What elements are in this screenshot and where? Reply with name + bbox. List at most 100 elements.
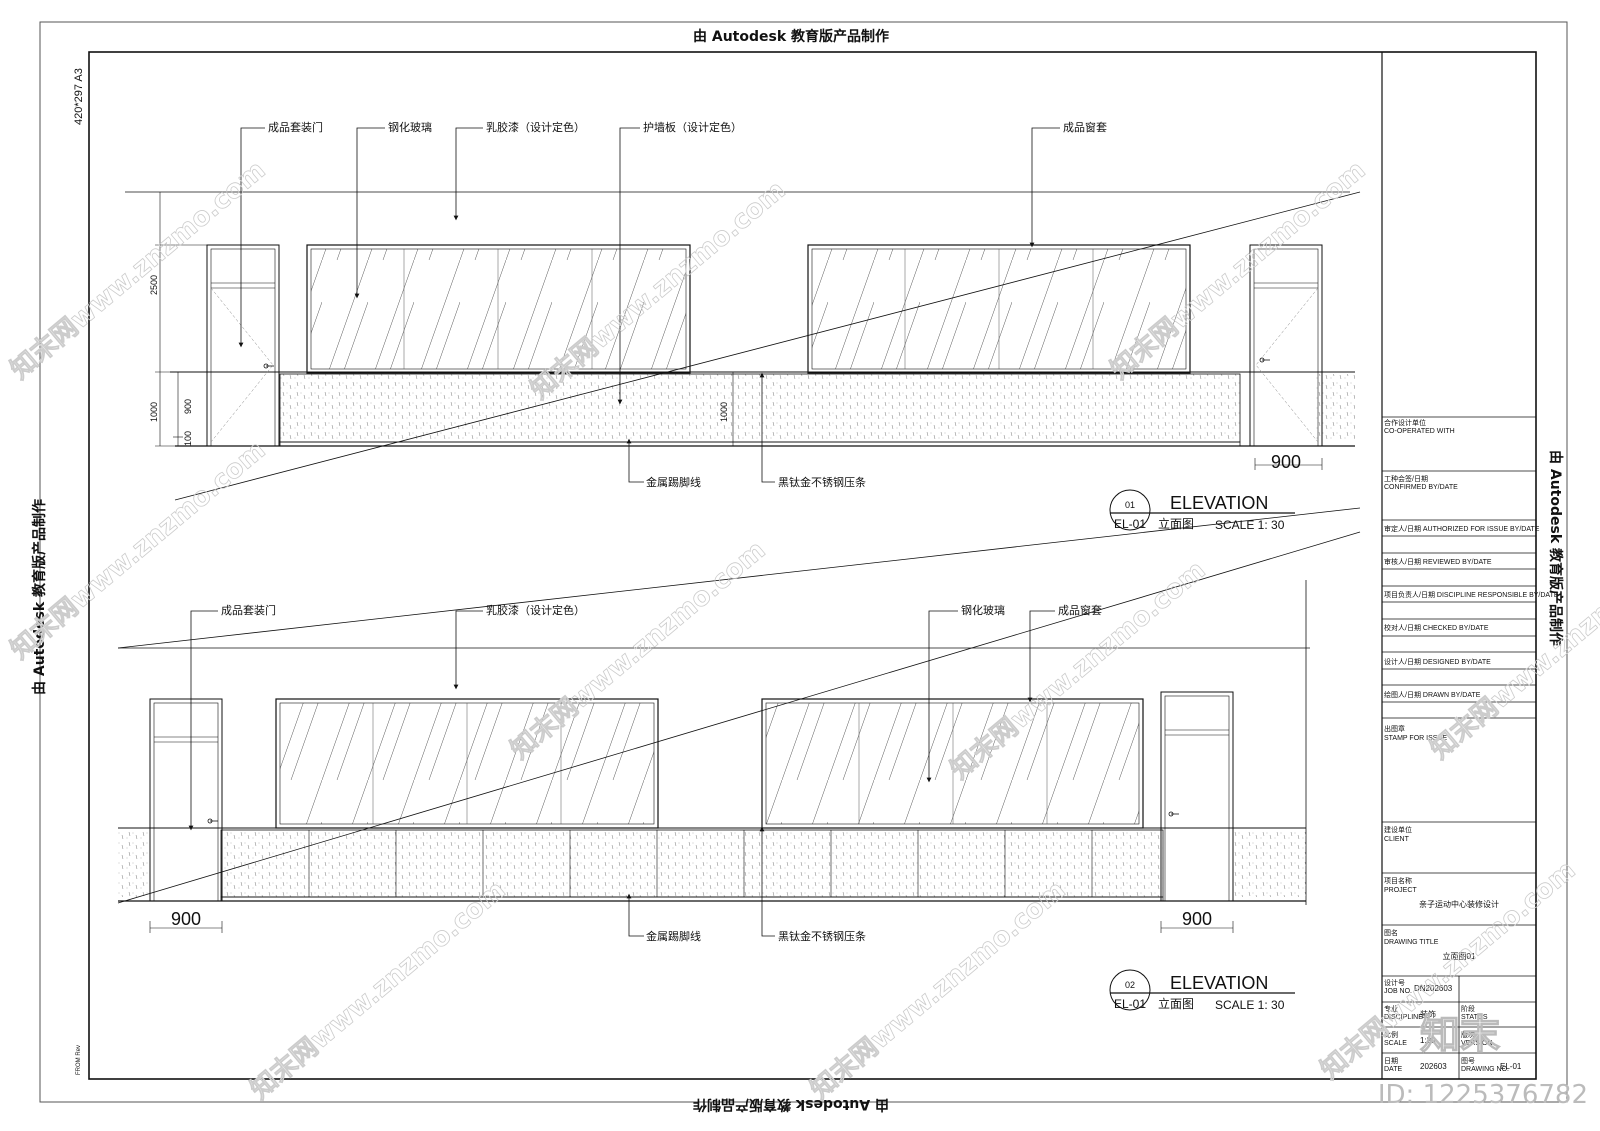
label-strip-2: 黑钛金不锈钢压条: [778, 929, 866, 943]
dim-2500: 2500: [149, 275, 159, 295]
label-glass: 钢化玻璃: [388, 120, 432, 134]
svg-text:202603: 202603: [1420, 1062, 1447, 1071]
skirting-2: [220, 896, 1164, 902]
svg-text:出图章: 出图章: [1384, 724, 1405, 733]
svg-text:项目名称: 项目名称: [1384, 876, 1412, 885]
svg-text:SCALE 1: 30: SCALE 1: 30: [1215, 518, 1285, 532]
svg-text:日期: 日期: [1384, 1057, 1398, 1065]
svg-text:专业: 专业: [1384, 1004, 1398, 1013]
watermark: 知末网www.znzmo.com 知末网www.znzmo.com 知末网www…: [5, 155, 1600, 1110]
svg-text:JOB NO.: JOB NO.: [1384, 988, 1412, 995]
svg-text:DRAWING NO.: DRAWING NO.: [1461, 1066, 1509, 1073]
section-diagonal: [174, 191, 1361, 501]
svg-text:绘图人/日期 DRAWN BY/DATE: 绘图人/日期 DRAWN BY/DATE: [1384, 690, 1481, 699]
svg-text:立面图: 立面图: [1158, 516, 1194, 531]
elevation-tag-01: 01 EL-01 ELEVATION 立面图 SCALE 1: 30: [1109, 489, 1295, 532]
top-banner: 由 Autodesk 教育版产品制作: [693, 28, 889, 45]
svg-text:建设单位: 建设单位: [1384, 825, 1412, 834]
right-banner: 由 Autodesk 教育版产品制作: [1547, 450, 1564, 646]
dim-900-right: 900: [1182, 909, 1212, 929]
svg-text:合作设计单位: 合作设计单位: [1384, 418, 1426, 427]
watermark-id: ID: 1225376782: [1378, 1080, 1588, 1110]
watermark-logo: 知末: [1420, 1012, 1500, 1058]
label-glass-2: 钢化玻璃: [961, 603, 1005, 617]
door-right: [1249, 244, 1323, 447]
svg-text:装饰: 装饰: [1420, 1009, 1436, 1019]
skirting: [279, 441, 1241, 447]
wainscot-panel-2: [220, 829, 1164, 898]
label-skirting: 金属踢脚线: [646, 475, 701, 489]
label-window-frame: 成品窗套: [1063, 120, 1107, 134]
title-block: 合作设计单位 CO-OPERATED WITH 工种会签/日期 CONFIRME…: [1381, 52, 1559, 1079]
label-window-frame-2: 成品窗套: [1058, 603, 1102, 617]
svg-text:知末网www.znzmo.com: 知末网www.znzmo.com: [5, 155, 271, 385]
window-right: [807, 244, 1191, 374]
svg-text:DRAWING TITLE: DRAWING TITLE: [1384, 939, 1439, 946]
svg-text:STATUS: STATUS: [1461, 1014, 1488, 1021]
svg-text:审核人/日期 REVIEWED BY/DATE: 审核人/日期 REVIEWED BY/DATE: [1384, 557, 1492, 566]
label-wallboard: 护墙板（设计定色）: [643, 120, 742, 134]
svg-text:图名: 图名: [1384, 928, 1398, 937]
svg-text:VERSION: VERSION: [1461, 1040, 1493, 1047]
wainscot-panel: [279, 373, 1241, 443]
svg-text:项目负责人/日期 DISCIPLINE RESPONSI: 项目负责人/日期 DISCIPLINE RESPONSIBLE BY/DATE: [1384, 590, 1559, 599]
sheet-inner-border: [88, 51, 1537, 1080]
svg-text:DATE: DATE: [1384, 1066, 1402, 1073]
svg-text:知末网www.znzmo.com: 知末网www.znzmo.com: [245, 875, 511, 1105]
sheet-size-label: 420*297 A3: [73, 68, 85, 125]
svg-text:设计号: 设计号: [1384, 978, 1405, 987]
svg-text:工种会签/日期: 工种会签/日期: [1384, 474, 1428, 483]
left-banner: 由 Autodesk 教育版产品制作: [31, 499, 48, 695]
dim-1000b: 1000: [719, 402, 729, 422]
svg-text:CO-OPERATED WITH: CO-OPERATED WITH: [1384, 428, 1455, 435]
sheet-outer-border: [39, 21, 1568, 1103]
label-door-2: 成品套装门: [221, 603, 276, 617]
label-latex-2: 乳胶漆（设计定色）: [486, 603, 585, 617]
dim-900-left: 900: [171, 909, 201, 929]
svg-text:01: 01: [1125, 500, 1135, 510]
dim-900-width: 900: [1271, 452, 1301, 472]
label-door: 成品套装门: [268, 120, 323, 134]
door-left-2: [149, 698, 223, 902]
elevation-01: 成品套装门 钢化玻璃 乳胶漆（设计定色） 护墙板（设计定色） 成品窗套 金属踢脚…: [125, 120, 1361, 532]
svg-text:立面图: 立面图: [1158, 996, 1194, 1011]
section-diagonal-2: [117, 531, 1361, 904]
svg-text:版次: 版次: [1461, 1030, 1475, 1039]
window-left-2: [275, 698, 659, 829]
svg-text:EL-01: EL-01: [1114, 997, 1146, 1011]
door-left: [206, 244, 280, 447]
label-skirting-2: 金属踢脚线: [646, 929, 701, 943]
svg-text:ELEVATION: ELEVATION: [1170, 493, 1268, 513]
svg-text:02: 02: [1125, 980, 1135, 990]
svg-text:STAMP FOR ISSUE: STAMP FOR ISSUE: [1384, 735, 1447, 742]
elevation-tag-02: 02 EL-01 ELEVATION 立面图 SCALE 1: 30: [1109, 969, 1295, 1012]
svg-text:比例: 比例: [1384, 1030, 1398, 1039]
svg-text:设计人/日期 DESIGNED BY/DATE: 设计人/日期 DESIGNED BY/DATE: [1384, 657, 1491, 666]
drawing-number: EL-01: [1500, 1062, 1522, 1071]
svg-text:CLIENT: CLIENT: [1384, 836, 1410, 843]
svg-text:审定人/日期 AUTHORIZED FOR ISSUE: 审定人/日期 AUTHORIZED FOR ISSUE BY/DATE: [1384, 524, 1540, 533]
svg-text:校对人/日期 CHECKED BY/DATE: 校对人/日期 CHECKED BY/DATE: [1384, 623, 1489, 632]
svg-text:图号: 图号: [1461, 1057, 1475, 1065]
svg-text:SCALE 1: 30: SCALE 1: 30: [1215, 998, 1285, 1012]
drawing-title: 立面图01: [1443, 951, 1476, 961]
project-name: 亲子运动中心装修设计: [1419, 899, 1499, 909]
svg-text:ELEVATION: ELEVATION: [1170, 973, 1268, 993]
job-no: DN202603: [1414, 984, 1453, 993]
svg-text:SCALE: SCALE: [1384, 1040, 1407, 1047]
svg-text:阶段: 阶段: [1461, 1004, 1475, 1013]
window-left: [306, 244, 691, 374]
label-latex: 乳胶漆（设计定色）: [486, 120, 585, 134]
svg-text:CONFIRMED BY/DATE: CONFIRMED BY/DATE: [1384, 484, 1458, 491]
dim-100: 100: [183, 431, 193, 446]
svg-text:DISCIPLINE: DISCIPLINE: [1384, 1014, 1423, 1021]
svg-text:PROJECT: PROJECT: [1384, 887, 1417, 894]
svg-text:EL-01: EL-01: [1114, 517, 1146, 531]
dim-1000: 1000: [149, 402, 159, 422]
from-rev-label: FROM Rev: [76, 1045, 82, 1075]
svg-text:知末网www.znzmo.com: 知末网www.znzmo.com: [1425, 535, 1600, 765]
label-strip: 黑钛金不锈钢压条: [778, 475, 866, 489]
window-right-2: [761, 698, 1144, 829]
door-right-2: [1160, 691, 1234, 902]
bottom-banner: 由 Autodesk 教育版产品制作: [693, 1096, 889, 1113]
